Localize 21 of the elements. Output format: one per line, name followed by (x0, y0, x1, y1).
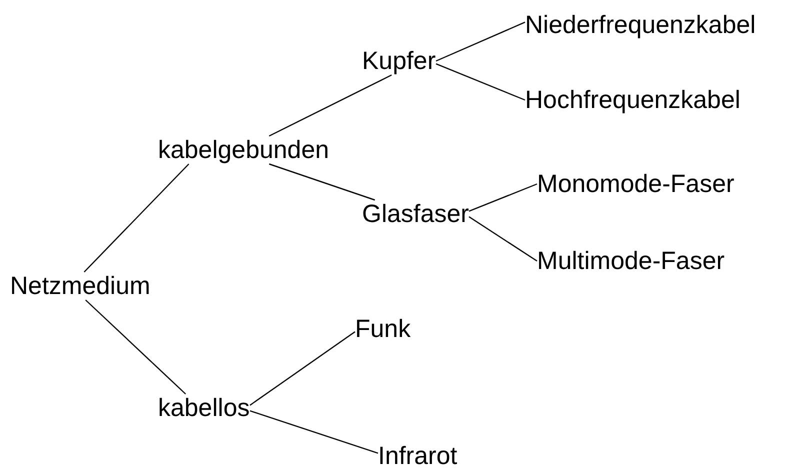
connector-line (250, 410, 378, 454)
node-label: Funk (355, 315, 411, 343)
connector-line (250, 331, 356, 406)
node-label: kabelgebunden (158, 136, 329, 164)
connector-line (268, 163, 376, 201)
connector-line (468, 216, 538, 262)
connector-line (436, 22, 526, 62)
connector-line (85, 300, 186, 394)
node-label: Netzmedium (10, 272, 150, 300)
node-label: Hochfrequenzkabel (525, 86, 740, 114)
node-label: Kupfer (362, 47, 436, 75)
connector-line (468, 183, 538, 212)
node-label: Infrarot (378, 442, 458, 470)
node-label: Niederfrequenzkabel (525, 11, 756, 39)
connector-line (268, 74, 392, 137)
node-label: kabellos (158, 394, 250, 422)
node-label: Monomode-Faser (537, 170, 734, 198)
node-label: Glasfaser (362, 200, 469, 228)
node-label: Multimode-Faser (537, 247, 725, 275)
connector-line (84, 164, 190, 272)
connector-line (436, 63, 526, 101)
